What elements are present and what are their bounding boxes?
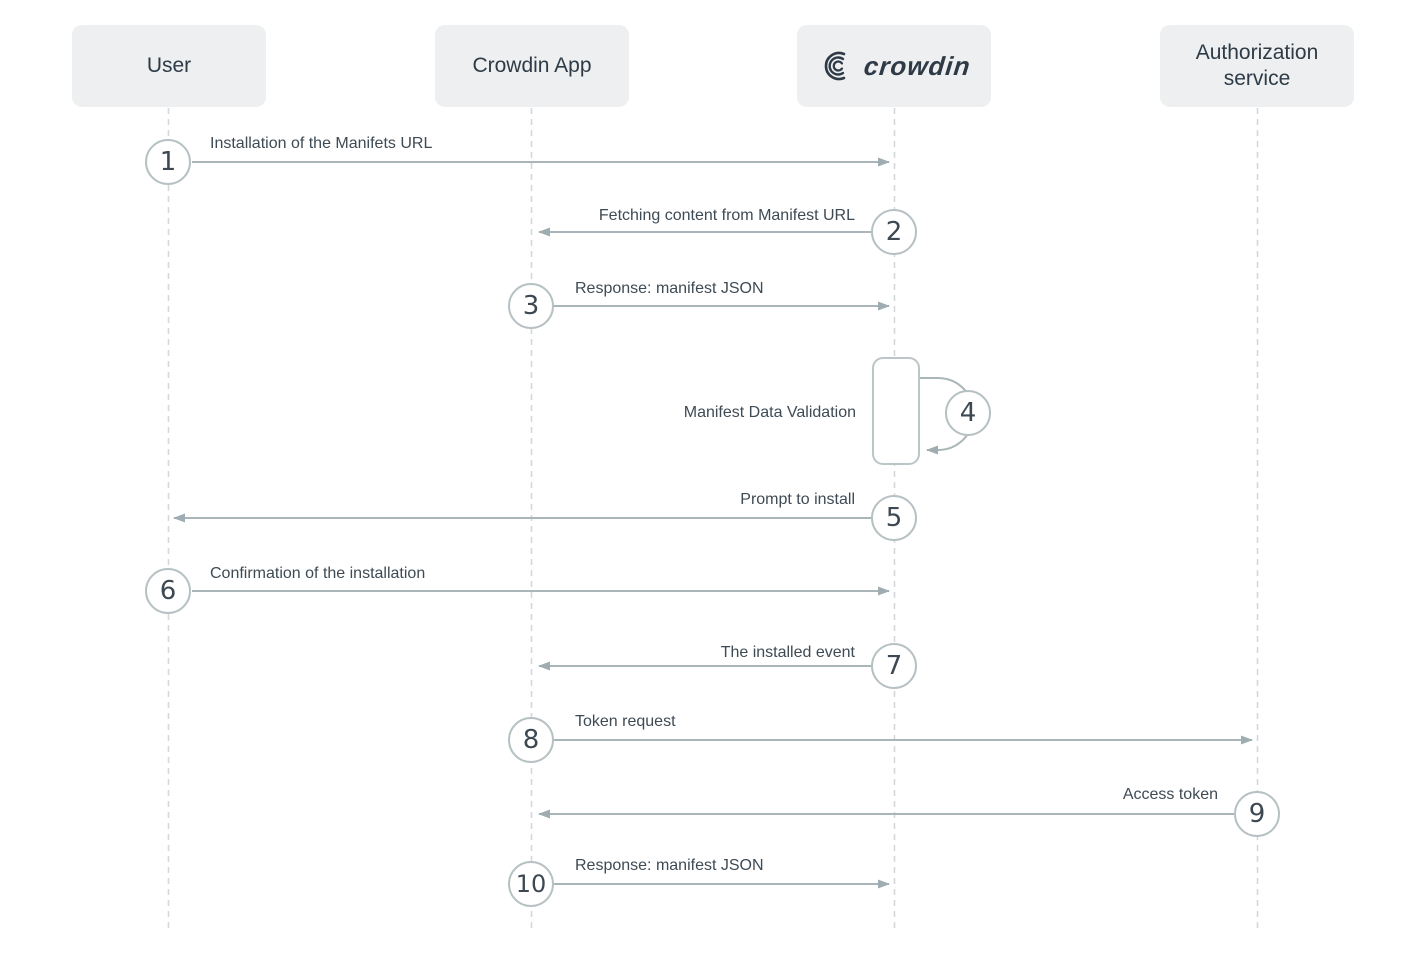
message-arrows — [173, 157, 1253, 889]
message-1-label: Installation of the Manifets URL — [210, 135, 433, 152]
message-9-label: Access token — [1122, 786, 1218, 803]
activation-bar — [872, 357, 920, 465]
message-8-label: Token request — [575, 713, 676, 730]
actor-user: User — [72, 25, 266, 107]
actor-authorization-service-label: Authorization service — [1195, 40, 1319, 90]
message-6-label: Confirmation of the installation — [210, 565, 426, 582]
step-2-badge: 2 — [871, 209, 917, 255]
message-10-label: Response: manifest JSON — [575, 857, 764, 874]
actor-authorization-service: Authorization service — [1160, 25, 1354, 107]
step-6-badge: 6 — [145, 568, 191, 614]
step-7-badge: 7 — [871, 643, 917, 689]
actor-user-label: User — [146, 53, 192, 77]
crowdin-logo: crowdin — [817, 50, 973, 83]
step-10-badge: 10 — [508, 861, 554, 907]
crowdin-logo-wordmark: crowdin — [862, 50, 973, 81]
step-3-badge: 3 — [508, 283, 554, 329]
step-9-badge: 9 — [1234, 791, 1280, 837]
actor-crowdin-app: Crowdin App — [435, 25, 629, 107]
actor-crowdin: crowdin — [797, 25, 991, 107]
step-5-badge: 5 — [871, 495, 917, 541]
message-2-label: Fetching content from Manifest URL — [598, 207, 855, 224]
message-7-label: The installed event — [720, 644, 855, 661]
step-8-badge: 8 — [508, 717, 554, 763]
message-3-label: Response: manifest JSON — [575, 280, 764, 297]
message-4-label: Manifest Data Validation — [683, 404, 856, 421]
crowdin-logo-icon — [824, 51, 846, 81]
step-4-badge: 4 — [945, 390, 991, 436]
message-5-label: Prompt to install — [740, 491, 855, 508]
step-1-badge: 1 — [145, 139, 191, 185]
actor-crowdin-app-label: Crowdin App — [472, 53, 592, 77]
